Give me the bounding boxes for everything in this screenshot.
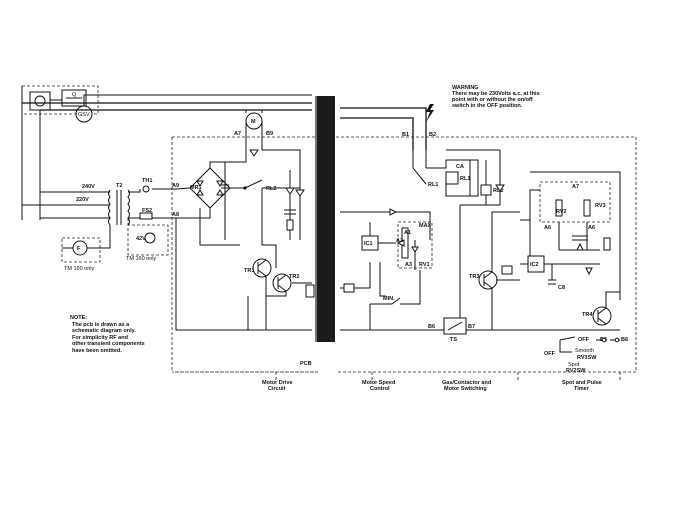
section-spot-line1: Spot and Pulse	[562, 380, 602, 386]
smooth-label: Smooth	[575, 348, 594, 354]
a9-label: A9	[172, 183, 179, 189]
min-label: MIN.	[383, 296, 395, 302]
off-label-1: OFF	[578, 337, 590, 343]
tm160-label-b: TM 160 only	[126, 256, 157, 262]
page-fold-edge	[315, 96, 317, 342]
a7-label: A7	[234, 131, 241, 137]
page-fold	[317, 96, 335, 342]
b7-label: B7	[468, 324, 475, 330]
tr3-label: TR3	[469, 274, 479, 280]
c8-label: C8	[558, 285, 565, 291]
rl2-label-b: RL2	[493, 188, 503, 194]
note-line-3: For simplicity RF and	[72, 335, 128, 341]
warning-title: WARNING	[452, 85, 479, 91]
rv2-label: RV2	[556, 209, 567, 215]
max-label: MAX	[419, 223, 432, 229]
note-line-2: schematic diagram only.	[72, 328, 136, 334]
note-line-1: The pcb is drawn as a	[72, 322, 130, 328]
a8-label: A8	[172, 212, 179, 218]
rv3sw-label: RV3SW	[577, 355, 597, 361]
a6a-label: A6	[544, 225, 551, 231]
section-dividers	[275, 372, 621, 382]
thermostat-ts: B6 B7 TS	[428, 317, 475, 343]
note-block: NOTE: The pcb is drawn as a schematic di…	[70, 315, 145, 354]
bridge-rectifier-mr1: MR1	[189, 167, 231, 209]
gsv-label: GSV	[78, 112, 90, 118]
pcb-boundary	[171, 136, 637, 373]
warning-line-2: point with or without the on/off	[452, 97, 533, 103]
v220-label: 220V	[76, 197, 89, 203]
b6b-label: B6	[621, 337, 628, 343]
warning-lightning-icon	[426, 104, 434, 122]
pot-rv1: A1 A2 A3 MAX RV1	[396, 221, 433, 270]
ic2-label: IC2	[530, 262, 539, 268]
ic2: IC2	[527, 255, 545, 273]
section-motor-drive-line1: Motor Drive	[262, 380, 293, 386]
transformer-t2: T2 240V 220V	[76, 183, 130, 226]
warning-note: WARNING There may be 230Volts a.c. at th…	[426, 85, 540, 122]
secondary-42v: FS2 42V TM 160 only	[126, 208, 169, 262]
b9-label: B9	[266, 131, 273, 137]
relay-rl1: RL1 RL1 CA	[412, 150, 470, 188]
b1-label: B1	[402, 132, 409, 138]
rl2-label-a: RL2	[266, 186, 276, 192]
f-label: F	[77, 246, 81, 252]
tr1-label: TR1	[244, 268, 254, 274]
spot-label: Spot	[568, 362, 580, 368]
transistor-tr2: TR2	[272, 273, 299, 293]
ic1: IC1	[361, 235, 379, 251]
a6b-label: A6	[588, 225, 595, 231]
warning-line-3: switch in the OFF position.	[452, 103, 523, 109]
a7b-label: A7	[572, 184, 579, 190]
b2-label: B2	[429, 132, 436, 138]
section-gas-line2: Motor Switching	[444, 386, 487, 392]
off-label-2: OFF	[544, 351, 556, 357]
note-line-5: have been omitted.	[72, 348, 122, 354]
rv2sw-label: RV2SW	[566, 368, 586, 374]
a3-label: A3	[405, 262, 412, 268]
tm160-label-a: TM 160 only	[64, 266, 95, 272]
tr2-label: TR2	[289, 274, 299, 280]
section-motor-drive-line2: Circuit	[268, 386, 286, 392]
a1-label: A1	[404, 230, 411, 236]
section-motor-speed-line2: Control	[370, 386, 390, 392]
pcb-label: PCB	[300, 361, 312, 367]
v240-label: 240V	[82, 184, 95, 190]
ca-label: CA	[456, 164, 464, 170]
ts-label: TS	[450, 337, 457, 343]
note-line-4: other transient components	[72, 341, 145, 347]
th1-label: TH1	[142, 178, 152, 184]
transistor-tr1: TR1	[244, 258, 272, 278]
q-label: Q	[72, 92, 77, 98]
motor-m: M A7 B9	[234, 110, 273, 150]
transistor-tr4: TR4	[582, 306, 612, 326]
relay-rl2-contact: RL2	[243, 179, 276, 192]
section-motor-speed-line1: Motor Speed	[362, 380, 395, 386]
rv1-label: RV1	[419, 262, 430, 268]
section-spot-line2: Timer	[574, 386, 590, 392]
v42-label: 42V	[136, 236, 146, 242]
section-gas-line1: Gas/Contactor and	[442, 380, 491, 386]
tr4-label: TR4	[582, 312, 593, 318]
mr1-label: MR1	[190, 185, 202, 191]
t2-label: T2	[116, 183, 122, 189]
b6-label: B6	[428, 324, 435, 330]
fs2-label: FS2	[142, 208, 152, 214]
note-title: NOTE:	[70, 315, 87, 321]
gas-solenoid-block: Q GSV	[21, 85, 312, 220]
transistor-tr3: TR3	[469, 270, 498, 290]
rv3-label: RV3	[595, 203, 606, 209]
timer-pots: A7 RV2 RV3 A6 A6	[539, 181, 611, 231]
warning-line-1: There may be 230Volts a.c. at this	[452, 91, 540, 97]
rl1-label-a: RL1	[428, 182, 438, 188]
m-label: M	[251, 119, 256, 125]
rl1-label-b: RL1	[460, 176, 470, 182]
a2-label: A2	[396, 238, 403, 244]
ic1-label: IC1	[364, 241, 373, 247]
timer-switches: OFF OFF B5 B6 Smooth RV3SW Spot RV2SW	[544, 336, 628, 374]
fan-f: F TM 160 only	[61, 225, 111, 272]
